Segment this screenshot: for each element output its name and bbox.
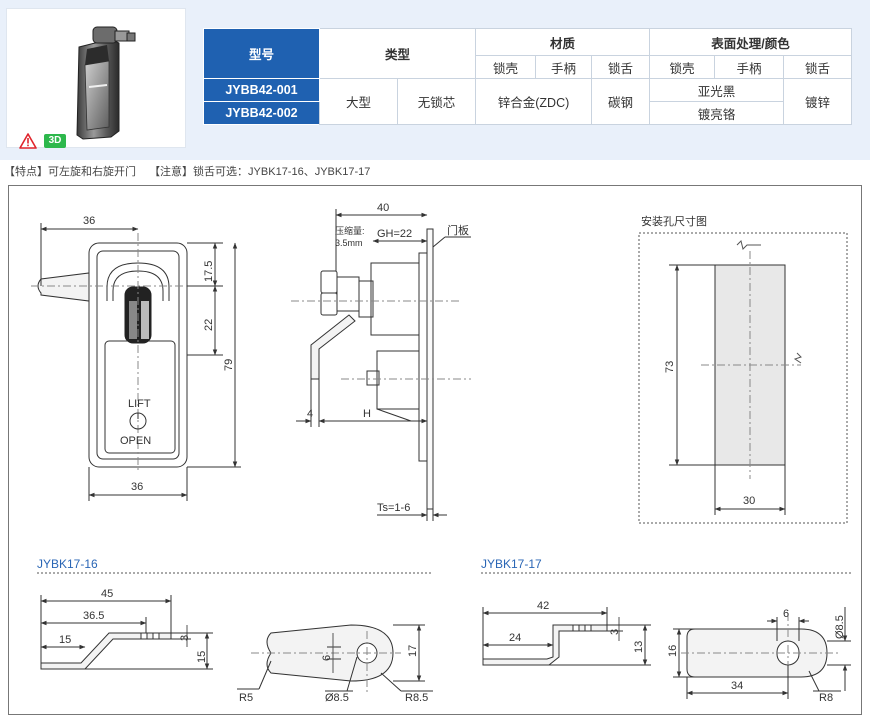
model-cell-001[interactable]: JYBB42-001 xyxy=(203,78,320,102)
header-type: 类型 xyxy=(318,28,477,79)
tongue-17-view: JYBK17-17 42 24 3 13 16 6 xyxy=(481,557,851,704)
tongue17-dim-6: 6 xyxy=(783,608,789,620)
tongue16-dim-6: 6 xyxy=(321,655,333,661)
dim-17-5: 17.5 xyxy=(203,261,215,282)
subheader-material-shell: 锁壳 xyxy=(475,55,537,79)
tongue17-dim-34: 34 xyxy=(731,680,743,692)
dim-79: 79 xyxy=(223,359,235,371)
lift-label: LIFT xyxy=(128,398,151,410)
front-tongue xyxy=(37,272,90,302)
warning-icon xyxy=(19,133,37,149)
door-panel-label: 门板 xyxy=(447,223,469,237)
tongue16-r5: R5 xyxy=(239,692,253,704)
tongue17-dim-42: 42 xyxy=(537,600,549,612)
front-view: LIFT OPEN 36 17.5 22 79 36 xyxy=(31,215,241,501)
dim-depth-40: 40 xyxy=(377,202,389,214)
tongue17-dim-3: 3 xyxy=(609,629,621,635)
cutout-dim-73: 73 xyxy=(664,361,676,373)
tongue16-dim-3: 3 xyxy=(179,635,191,641)
dim-4: 4 xyxy=(307,408,313,420)
header-material: 材质 xyxy=(475,28,651,56)
dim-front-36-top: 36 xyxy=(83,215,95,227)
model-cell-002[interactable]: JYBB42-002 xyxy=(203,101,320,125)
dim-front-36-bottom: 36 xyxy=(131,481,143,493)
tongue16-dim-15-h: 15 xyxy=(196,651,208,663)
dim-h: H xyxy=(363,408,371,420)
side-view: 40 压缩量: 3.5mm GH=22 门板 4 H Ts=1-6 xyxy=(291,202,471,521)
product-photo: 3D xyxy=(6,8,186,149)
cutout-title: 安装孔尺寸图 xyxy=(641,214,707,228)
tongue-17-title: JYBK17-17 xyxy=(481,557,542,571)
surface-black-cell: 亚光黑 xyxy=(649,78,785,102)
tongue-16-title: JYBK17-16 xyxy=(37,557,98,571)
tongue16-d8-5: Ø8.5 xyxy=(325,692,349,704)
tongue16-dim-17: 17 xyxy=(407,645,419,657)
tongue17-r8: R8 xyxy=(819,692,833,704)
type-size-cell: 大型 xyxy=(319,78,398,125)
tongue17-dim-16: 16 xyxy=(667,645,679,657)
tongue16-r8-5: R8.5 xyxy=(405,692,428,704)
compress-label: 压缩量: xyxy=(335,225,365,236)
subheader-surface-tongue: 锁舌 xyxy=(783,55,853,79)
drawing-canvas: LIFT OPEN 36 17.5 22 79 36 xyxy=(31,202,851,704)
spec-table: 型号 类型 材质 表面处理/颜色 锁壳 手柄 锁舌 锁壳 手柄 锁舌 JYBB4… xyxy=(203,28,853,125)
tongue17-dim-13: 13 xyxy=(633,641,645,653)
surface-tongue-cell: 镀锌 xyxy=(783,78,853,125)
type-core-cell: 无锁芯 xyxy=(396,78,477,125)
cutout-dim-30: 30 xyxy=(743,495,755,507)
dim-gh: GH=22 xyxy=(377,228,412,240)
subheader-surface-shell: 锁壳 xyxy=(649,55,716,79)
material-shell-handle-cell: 锌合金(ZDC) xyxy=(475,78,593,125)
features-line: 【特点】可左旋和右旋开门 【注意】锁舌可选：JYBK17-16、JYBK17-1… xyxy=(4,163,380,179)
open-label: OPEN xyxy=(120,435,151,447)
door-panel xyxy=(426,228,434,510)
cutout-view: 安装孔尺寸图 73 30 xyxy=(638,214,848,524)
3d-model-badge[interactable]: 3D xyxy=(44,134,66,148)
tongue-16-view: JYBK17-16 45 36.5 15 3 15 6 17 xyxy=(37,557,433,704)
note-text: 【注意】锁舌可选：JYBK17-16、JYBK17-17 xyxy=(149,166,371,178)
compress-value: 3.5mm xyxy=(335,238,363,248)
header-surface: 表面处理/颜色 xyxy=(649,28,853,56)
tongue17-d8-5: Ø8.5 xyxy=(834,615,846,639)
tongue16-dim-36-5: 36.5 xyxy=(83,610,104,622)
front-handle-arc xyxy=(106,262,170,301)
subheader-material-tongue: 锁舌 xyxy=(591,55,651,79)
tongue16-dim-45: 45 xyxy=(101,588,113,600)
tongue16-dim-15: 15 xyxy=(59,634,71,646)
spec-header-band: 3D 型号 类型 材质 表面处理/颜色 锁壳 手柄 锁舌 锁壳 手柄 锁舌 JY… xyxy=(0,0,870,160)
header-model: 型号 xyxy=(203,28,320,79)
material-tongue-cell: 碳钢 xyxy=(591,78,651,125)
technical-drawing: LIFT OPEN 36 17.5 22 79 36 xyxy=(8,185,862,715)
dim-22: 22 xyxy=(203,319,215,331)
subheader-surface-handle: 手柄 xyxy=(714,55,785,79)
tongue17-dim-24: 24 xyxy=(509,632,521,644)
feature-text: 【特点】可左旋和右旋开门 xyxy=(4,166,136,178)
dim-ts: Ts=1-6 xyxy=(377,502,410,514)
subheader-material-handle: 手柄 xyxy=(535,55,593,79)
surface-chrome-cell: 镀亮铬 xyxy=(649,101,785,125)
product-photo-image xyxy=(76,26,136,140)
